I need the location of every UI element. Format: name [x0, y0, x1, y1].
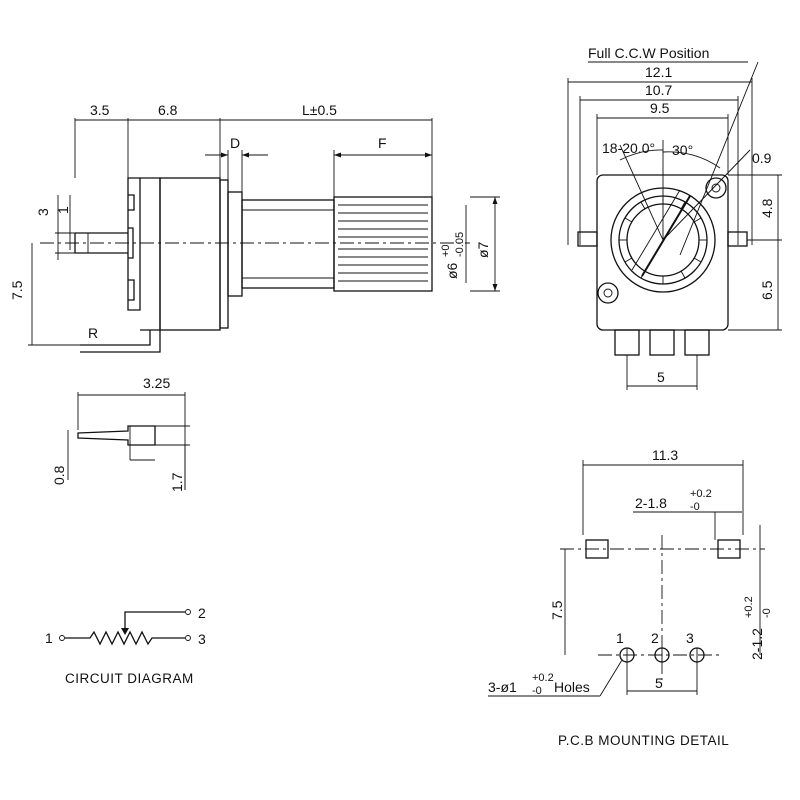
pcb-pin-2: 2: [651, 630, 659, 646]
hole-callout: 3-ø1 +0.2 -0 Holes: [488, 672, 590, 697]
position-leader: [679, 61, 759, 256]
dim-7-5-side: 7.5: [9, 280, 25, 300]
pcb-detail: 11.3 2-1.8 +0.2 -0 7.5 2-1.2 +0.2 -0: [488, 447, 773, 748]
knurl-lines: [338, 204, 428, 282]
side-shaft: [333, 196, 433, 292]
side-view: 3.5 6.8 L±0.5 D F 3 1 7.5 R ø7 ø6 +0: [9, 102, 500, 353]
dim-slot-h-tol-plus: +0.2: [743, 596, 755, 618]
hole-leader-diag: [599, 659, 623, 697]
circuit-node-3: [185, 635, 191, 641]
terminal-pin-shape: [77, 425, 156, 446]
pcb-title: P.C.B MOUNTING DETAIL: [558, 733, 729, 748]
angle-line-3: [662, 149, 751, 241]
dim-shaft-tol-plus: +0: [440, 244, 452, 257]
dim-3-25: 3.25: [143, 375, 170, 391]
dim-1-7: 1.7: [169, 472, 185, 492]
resistor-symbol: [65, 630, 185, 646]
side-frame-tab-2: [128, 279, 135, 301]
dim-angle-30: 30°: [672, 142, 693, 158]
circuit-title: CIRCUIT DIAGRAM: [65, 671, 194, 686]
hole-tol-plus: +0.2: [532, 672, 554, 684]
side-pin: [74, 232, 128, 254]
dim-5-front: 5: [657, 369, 665, 385]
dim-11-3: 11.3: [652, 447, 678, 463]
front-terminal-3: [684, 329, 710, 356]
wiper-line: [124, 611, 185, 630]
circuit-pin-3: 3: [198, 631, 206, 647]
dim-length: L±0.5: [302, 102, 337, 118]
front-terminal-1: [614, 329, 640, 356]
side-bushing-flange: [227, 191, 243, 297]
dim-slot-width: 2-1.8 +0.2 -0: [635, 488, 712, 513]
dim-slot-height: 2-1.2 +0.2 -0: [743, 596, 773, 660]
dim-slot-h-base: 2-1.2: [749, 628, 765, 660]
side-pin-shoulder: [128, 227, 134, 259]
side-terminal-frame: [127, 177, 141, 311]
dim-shaft-tol-minus: -0.05: [454, 232, 466, 257]
pcb-pin-3: 3: [686, 630, 694, 646]
side-frame-tab-1: [128, 194, 135, 211]
side-body-rear: [219, 179, 229, 329]
dim-slot-tol-minus: -0: [690, 501, 700, 513]
dim-pin-3: 3: [35, 208, 51, 216]
mount-hole-bottom-inner: [603, 288, 613, 298]
front-terminal-2: [649, 329, 675, 356]
side-leg: [80, 330, 161, 353]
dim-3-5: 3.5: [90, 102, 110, 118]
dim-0-9: 0.9: [752, 150, 772, 166]
dim-d: D: [230, 135, 240, 151]
side-bushing: [241, 199, 335, 289]
dim-bush-dia: ø7: [475, 241, 491, 258]
hole-tol-minus: -0: [532, 685, 542, 697]
position-label: Full C.C.W Position: [588, 45, 709, 61]
shaft-slot: [641, 195, 691, 277]
circuit-pin-1: 1: [45, 630, 53, 646]
dim-9-5: 9.5: [650, 100, 670, 116]
dim-10-7: 10.7: [645, 82, 672, 98]
side-body: [159, 177, 221, 331]
angle-line-1: [619, 144, 664, 241]
dim-0-8: 0.8: [51, 465, 67, 485]
shaft-slot-edge: [631, 189, 681, 271]
circuit-node-1: [59, 635, 65, 641]
dim-shaft-dia-base: ø6: [444, 262, 460, 279]
dim-r: R: [88, 325, 98, 341]
hole-suffix: Holes: [554, 679, 590, 695]
dim-f: F: [378, 135, 387, 151]
dim-6-8: 6.8: [158, 102, 178, 118]
side-body-front: [140, 177, 161, 331]
front-lug-left: [577, 231, 598, 247]
dim-slot-h-tol-minus: -0: [761, 608, 773, 618]
circuit-pin-2: 2: [198, 605, 206, 621]
dim-slot-base: 2-1.8: [635, 495, 667, 511]
dim-slot-tol-plus: +0.2: [690, 488, 712, 500]
front-body: [596, 174, 729, 331]
circuit-node-2: [185, 609, 191, 615]
dim-12-1: 12.1: [645, 64, 672, 80]
front-lug-right: [727, 231, 748, 247]
mount-hole-top-inner: [711, 183, 721, 193]
terminal-detail: 3.25 0.8 1.7: [51, 375, 190, 492]
mount-hole-bottom: [597, 282, 619, 304]
dim-angle-range: 18-20.0°: [602, 140, 655, 156]
dim-4-8: 4.8: [759, 198, 775, 218]
dim-6-5: 6.5: [759, 280, 775, 300]
hole-base: 3-ø1: [488, 679, 517, 695]
wiper-arrow: [121, 628, 129, 635]
dim-7-5-pcb: 7.5: [549, 600, 565, 620]
circuit-diagram: 1 2 3 CIRCUIT DIAGRAM: [45, 605, 206, 686]
dim-pin-1: 1: [55, 206, 71, 214]
angle-arc-1: [619, 149, 664, 161]
dim-shaft-dia: ø6 +0 -0.05: [440, 232, 466, 279]
pcb-pin-1: 1: [616, 630, 624, 646]
mount-hole-top: [705, 177, 727, 199]
angle-arc-2: [662, 151, 721, 169]
dim-5-pcb: 5: [655, 675, 663, 691]
front-view: Full C.C.W Position 12.1 10.7 9.5: [567, 45, 782, 390]
